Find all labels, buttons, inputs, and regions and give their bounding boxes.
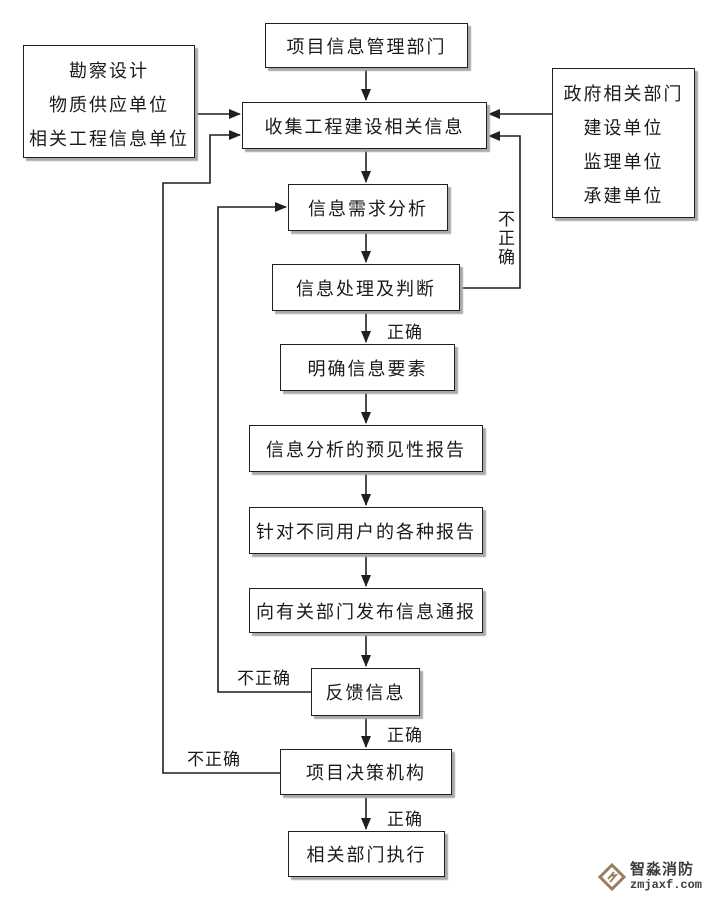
watermark-site-text: zmjaxf.com [630, 877, 703, 892]
node-collect-info: 收集工程建设相关信息 [242, 102, 487, 149]
left-source-line-3: 相关工程信息单位 [29, 129, 189, 149]
node-process-judge: 信息处理及判断 [272, 264, 460, 311]
node-decision-body: 项目决策机构 [280, 749, 452, 795]
right-source-line-3: 监理单位 [583, 152, 664, 172]
watermark-brand-text: 智淼消防 [630, 862, 695, 878]
node-feedback: 反馈信息 [311, 668, 420, 716]
left-source-line-1: 勘察设计 [69, 61, 149, 81]
label-incorrect-decision-loop: 不正确 [187, 750, 241, 769]
right-source-line-4: 承建单位 [583, 186, 664, 206]
node-demand-analysis: 信息需求分析 [288, 184, 448, 231]
node-left-sources: 勘察设计 物质供应单位 相关工程信息单位 [23, 45, 195, 158]
right-source-line-2: 建设单位 [583, 118, 664, 138]
label-incorrect-process-loop: 不正确 [495, 210, 514, 267]
label-correct-after-process: 正确 [387, 323, 423, 342]
node-info-management-dept: 项目信息管理部门 [265, 23, 468, 68]
left-source-line-2: 物质供应单位 [49, 95, 169, 115]
node-execute: 相关部门执行 [288, 831, 445, 877]
label-incorrect-feedback-loop: 不正确 [237, 669, 291, 688]
label-correct-after-decision: 正确 [387, 810, 423, 829]
node-forecast-report: 信息分析的预见性报告 [249, 425, 483, 472]
node-user-reports: 针对不同用户的各种报告 [249, 507, 483, 554]
node-notify-departments: 向有关部门发布信息通报 [249, 588, 483, 633]
brand-logo-icon [598, 863, 626, 892]
node-clarify-elements: 明确信息要素 [280, 344, 455, 391]
right-source-line-1: 政府相关部门 [563, 84, 684, 104]
watermark: 智淼消防 zmjaxf.com [598, 862, 703, 892]
node-right-sources: 政府相关部门 建设单位 监理单位 承建单位 [552, 68, 695, 218]
label-correct-after-feedback: 正确 [387, 726, 423, 745]
